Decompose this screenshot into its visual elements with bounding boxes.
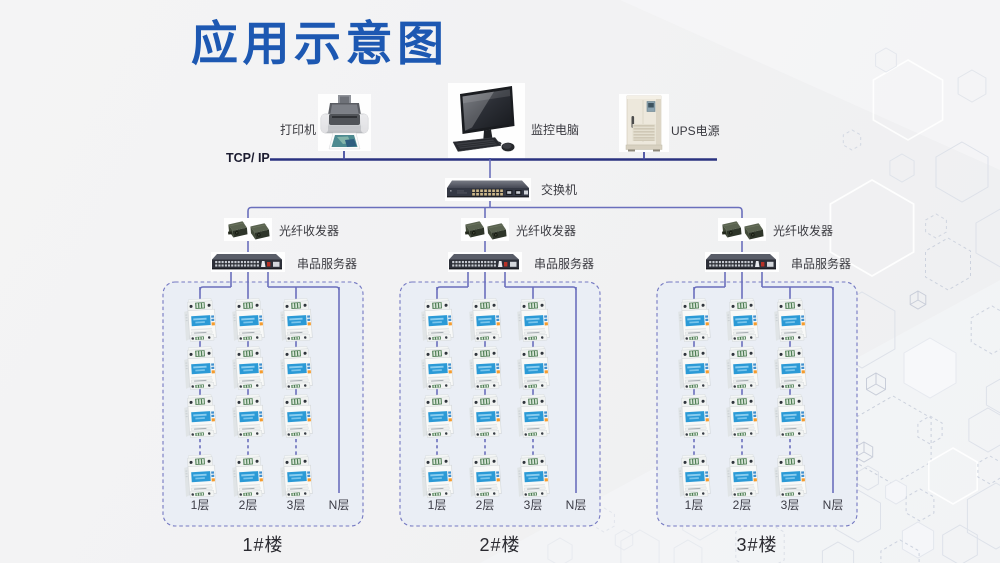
serial-server-label: 串品服务器 (534, 257, 595, 271)
ups-icon (619, 94, 669, 152)
energy-meter-icon (279, 345, 313, 391)
fiber-transceiver-image (224, 218, 272, 241)
energy-meter-icon (279, 393, 313, 439)
energy-meter-icon (725, 297, 759, 343)
floor-label: 3层 (523, 498, 543, 512)
floor-label: 3层 (286, 498, 306, 512)
monitoring-computer-image (448, 83, 525, 158)
energy-meter-icon (677, 393, 711, 439)
energy-meter-icon (677, 453, 711, 499)
fiber-transceiver-label: 光纤收发器 (516, 224, 577, 238)
energy-meter-icon (468, 453, 502, 499)
serial-server-icon (448, 252, 522, 272)
printer-icon (318, 94, 371, 151)
energy-meter-icon (516, 297, 550, 343)
computer-label: 监控电脑 (531, 123, 580, 137)
floor-label: 2层 (475, 498, 495, 512)
building-name: 1#楼 (242, 535, 284, 555)
energy-meter-icon (420, 453, 454, 499)
page-title: 应用示意图 (191, 17, 449, 70)
fiber-transceiver-image (718, 218, 766, 241)
floor-label: 2层 (732, 498, 752, 512)
energy-meter-icon (279, 297, 313, 343)
computer-icon (448, 83, 525, 158)
serial-server-icon (211, 252, 285, 272)
energy-meter-icon (183, 453, 217, 499)
floor-label: 2层 (238, 498, 258, 512)
tcpip-label: TCP/ IP (226, 151, 270, 165)
building-1-meters (183, 297, 313, 499)
energy-meter-icon (183, 393, 217, 439)
serial-server-icon (705, 252, 779, 272)
serial-server-image (705, 252, 779, 272)
serial-server-label: 串品服务器 (297, 257, 358, 271)
energy-meter-icon (420, 297, 454, 343)
energy-meter-icon (231, 453, 265, 499)
energy-meter-icon (516, 393, 550, 439)
energy-meter-icon (773, 297, 807, 343)
energy-meter-icon (468, 345, 502, 391)
fiber-transceiver-icon (461, 218, 509, 241)
serial-server-label: 串品服务器 (791, 257, 852, 271)
energy-meter-icon (231, 345, 265, 391)
energy-meter-icon (516, 345, 550, 391)
fiber-transceiver-icon (224, 218, 272, 241)
fiber-transceiver-label: 光纤收发器 (279, 224, 340, 238)
serial-server-image (448, 252, 522, 272)
energy-meter-icon (773, 453, 807, 499)
energy-meter-icon (725, 453, 759, 499)
energy-meter-icon (183, 345, 217, 391)
fiber-transceiver-label: 光纤收发器 (773, 224, 834, 238)
energy-meter-icon (183, 297, 217, 343)
floor-label: N层 (822, 498, 844, 512)
floor-label: 1层 (190, 498, 210, 512)
building-name: 3#楼 (736, 535, 778, 555)
building-name: 2#楼 (479, 535, 521, 555)
fiber-transceiver-icon (718, 218, 766, 241)
energy-meter-icon (420, 345, 454, 391)
switch-label: 交换机 (541, 183, 578, 197)
floor-label: N层 (565, 498, 587, 512)
ups-label: UPS电源 (671, 124, 720, 138)
energy-meter-icon (420, 393, 454, 439)
energy-meter-icon (677, 345, 711, 391)
printer-image (318, 94, 371, 151)
energy-meter-icon (231, 297, 265, 343)
energy-meter-icon (773, 345, 807, 391)
energy-meter-icon (725, 393, 759, 439)
energy-meter-icon (516, 453, 550, 499)
energy-meter-icon (725, 345, 759, 391)
serial-server-image (211, 252, 285, 272)
floor-label: N层 (328, 498, 350, 512)
building-2-meters (420, 297, 550, 499)
building-3-meters (677, 297, 807, 499)
energy-meter-icon (773, 393, 807, 439)
energy-meter-icon (468, 297, 502, 343)
fiber-transceiver-image (461, 218, 509, 241)
energy-meter-icon (677, 297, 711, 343)
floor-label: 3层 (780, 498, 800, 512)
printer-label: 打印机 (279, 123, 316, 137)
energy-meter-icon (231, 393, 265, 439)
switch-image (445, 178, 531, 201)
energy-meter-icon (279, 453, 313, 499)
switch-icon (445, 178, 531, 201)
ups-image (619, 94, 669, 152)
floor-label: 1层 (684, 498, 704, 512)
floor-label: 1层 (427, 498, 447, 512)
energy-meter-icon (468, 393, 502, 439)
